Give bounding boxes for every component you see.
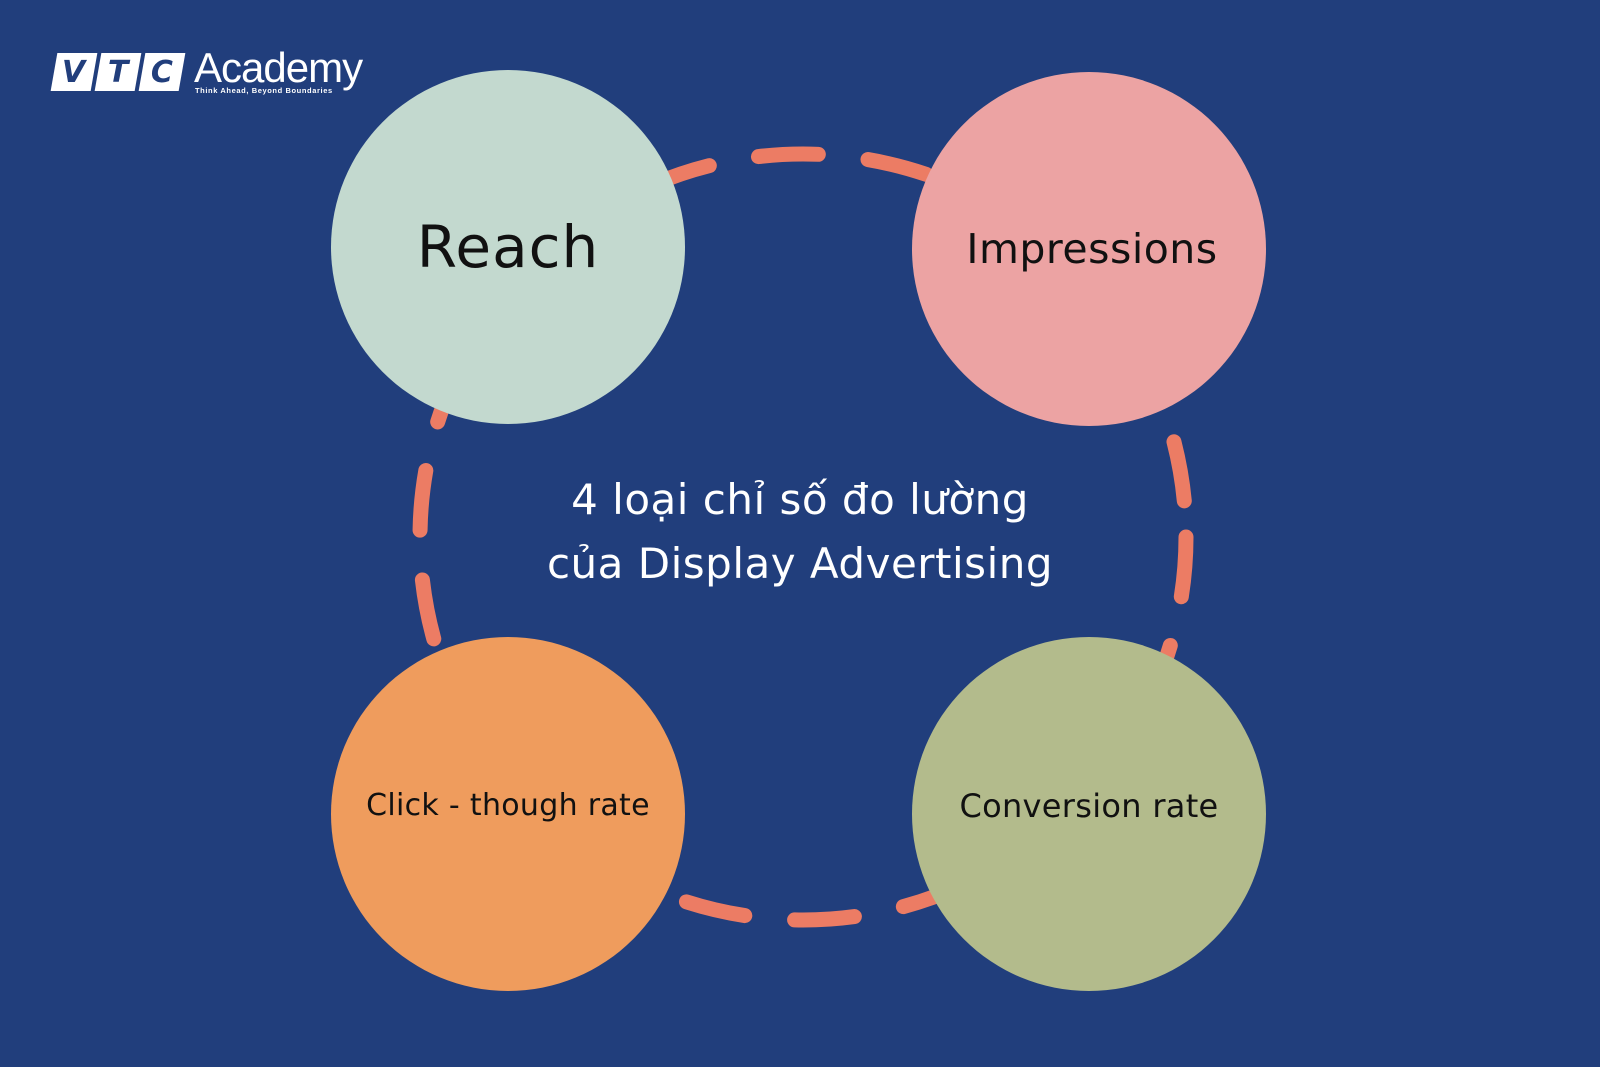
logo-box-t: T <box>94 53 142 91</box>
logo-letter-boxes: V T C <box>50 53 186 91</box>
metric-circle-impressions: Impressions <box>912 72 1266 426</box>
metric-label-reach: Reach <box>416 213 600 281</box>
center-title: 4 loại chỉ số đo lường của Display Adver… <box>480 468 1120 596</box>
metric-label-click-through-rate: Click - though rate <box>366 787 650 823</box>
center-title-line-2: của Display Advertising <box>546 539 1054 588</box>
metric-circle-conversion-rate: Conversion rate <box>912 637 1266 991</box>
logo-tagline: Think Ahead, Beyond Boundaries <box>195 86 333 95</box>
logo-box-c: C <box>138 53 186 91</box>
metric-circle-click-through-rate: Click - though rate <box>331 637 685 991</box>
logo-wordmark: Academy <box>194 44 363 91</box>
metric-circle-reach: Reach <box>331 70 685 424</box>
dashed-ring-path <box>412 146 1194 928</box>
metric-label-impressions: Impressions <box>966 225 1218 273</box>
metric-label-conversion-rate: Conversion rate <box>959 787 1219 825</box>
center-title-line-1: 4 loại chỉ số đo lường <box>571 475 1029 524</box>
logo-box-v: V <box>50 53 98 91</box>
